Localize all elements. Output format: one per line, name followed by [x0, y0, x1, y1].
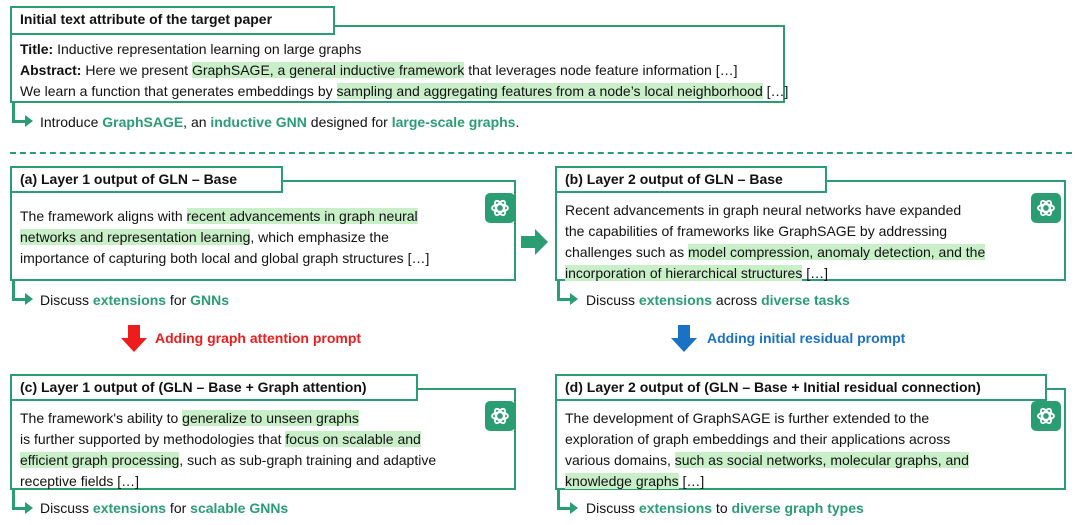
flow-arrow-stem [12, 281, 15, 301]
text: Recent advancements in graph neural netw… [565, 202, 962, 218]
text: […] [802, 265, 829, 281]
text: […] [762, 83, 789, 99]
highlight: sampling and aggregating features from a… [336, 83, 763, 99]
text: various domains, [565, 452, 675, 468]
openai-logo-icon [485, 401, 515, 431]
panel-c-box: The framework's ability to generalize to… [10, 388, 516, 490]
green-right-arrow-icon [521, 229, 548, 255]
text: Discuss [40, 500, 93, 516]
keyword: extensions [638, 500, 713, 516]
target-paper-box: Title: Inductive representation learning… [10, 25, 788, 103]
text: , an [183, 114, 211, 130]
right-turn-arrow-icon [25, 293, 33, 305]
text: exploration of graph embeddings and thei… [565, 431, 951, 447]
panel-d-box: The development of GraphSAGE is further … [555, 388, 1066, 490]
panel-a-box: The framework aligns with recent advance… [10, 180, 516, 281]
red-down-arrow-icon [121, 325, 147, 352]
keyword: extensions [92, 292, 167, 308]
text: […] [678, 473, 705, 489]
text: We learn a function that generates embed… [20, 83, 337, 99]
blue-down-arrow-icon [671, 325, 697, 352]
flow-arrow-stem [12, 103, 15, 123]
keyword: scalable GNNs [190, 500, 289, 516]
panel-b-label: (b) Layer 2 output of GLN – Base [555, 166, 827, 193]
highlight: such as social networks, molecular graph… [674, 452, 969, 468]
highlight: GraphSAGE, a general inductive framework [191, 62, 465, 78]
text: is further supported by methodologies th… [20, 431, 286, 447]
abstract-line-1: Abstract: Here we present GraphSAGE, a g… [20, 60, 783, 81]
text: challenges such as [565, 244, 688, 260]
panel-c-summary: Discuss extensions for scalable GNNs [40, 500, 288, 516]
flow-arrow-bar [12, 298, 26, 301]
panel-d-label: (d) Layer 2 output of (GLN – Base + Init… [555, 374, 1047, 401]
keyword: extensions [638, 292, 713, 308]
right-turn-arrow-icon [25, 502, 33, 514]
text: for [166, 292, 191, 308]
highlight: knowledge graphs [565, 473, 679, 489]
text: designed for [306, 114, 392, 130]
highlight: recent advancements in graph neural [186, 208, 418, 224]
text: The framework aligns with [20, 208, 187, 224]
flow-arrow-stem [557, 490, 560, 510]
keyword: GraphSAGE [102, 114, 184, 130]
text: the capabilities of frameworks like Grap… [565, 223, 948, 239]
keyword: GNNs [190, 292, 230, 308]
flow-arrow-bar [557, 507, 571, 510]
target-summary: Introduce GraphSAGE, an inductive GNN de… [40, 114, 519, 130]
graph-attention-prompt: Adding graph attention prompt [155, 330, 362, 346]
text: The framework's ability to [20, 410, 183, 426]
panel-b-summary: Discuss extensions across diverse tasks [586, 292, 850, 308]
panel-b-box: Recent advancements in graph neural netw… [555, 180, 1066, 281]
text: Discuss [40, 292, 93, 308]
openai-logo-icon [485, 193, 515, 223]
right-turn-arrow-icon [570, 502, 578, 514]
text: , such as sub-graph training and adaptiv… [179, 452, 437, 468]
abstract-key: Abstract: [20, 62, 82, 78]
flow-arrow-bar [12, 120, 26, 123]
text: The development of GraphSAGE is further … [565, 410, 930, 426]
openai-logo-icon [1031, 193, 1061, 223]
panel-d-summary: Discuss extensions to diverse graph type… [586, 500, 864, 516]
right-turn-arrow-icon [570, 293, 578, 305]
flow-arrow-stem [557, 281, 560, 301]
highlight: incorporation of hierarchical structures [565, 265, 803, 281]
text: Discuss [586, 500, 639, 516]
text: Here we present [81, 62, 192, 78]
initial-residual-prompt: Adding initial residual prompt [707, 330, 906, 346]
flow-arrow-bar [557, 298, 571, 301]
target-paper-label: Initial text attribute of the target pap… [10, 6, 335, 35]
panel-a-summary: Discuss extensions for GNNs [40, 292, 229, 308]
title-value: Inductive representation learning on lar… [53, 41, 362, 57]
text: , which emphasize the [250, 229, 389, 245]
keyword: diverse graph types [731, 500, 864, 516]
section-divider [10, 152, 1072, 154]
title-line: Title: Inductive representation learning… [20, 39, 783, 60]
highlight: generalize to unseen graphs [182, 410, 359, 426]
text: importance of capturing both local and g… [20, 250, 430, 266]
text: Introduce [40, 114, 103, 130]
flow-arrow-stem [12, 490, 15, 510]
text: . [515, 114, 520, 130]
highlight: networks and representation learning [20, 229, 251, 245]
abstract-line-2: We learn a function that generates embed… [20, 81, 788, 102]
right-turn-arrow-icon [25, 115, 33, 127]
title-key: Title: [20, 41, 54, 57]
keyword: diverse tasks [761, 292, 850, 308]
highlight: model compression, anomaly detection, an… [687, 244, 986, 260]
text: receptive fields […] [20, 473, 140, 489]
panel-c-label: (c) Layer 1 output of (GLN – Base + Grap… [10, 374, 418, 401]
panel-a-label: (a) Layer 1 output of GLN – Base [10, 166, 283, 193]
keyword: large-scale graphs [391, 114, 516, 130]
flow-arrow-bar [12, 507, 26, 510]
keyword: extensions [92, 500, 167, 516]
text: to [712, 500, 732, 516]
text: for [166, 500, 191, 516]
text: across [712, 292, 762, 308]
highlight: focus on scalable and [285, 431, 421, 447]
text: that leverages node feature information … [464, 62, 738, 78]
keyword: inductive GNN [210, 114, 307, 130]
highlight: efficient graph processing [20, 452, 180, 468]
openai-logo-icon [1031, 401, 1061, 431]
text: Discuss [586, 292, 639, 308]
